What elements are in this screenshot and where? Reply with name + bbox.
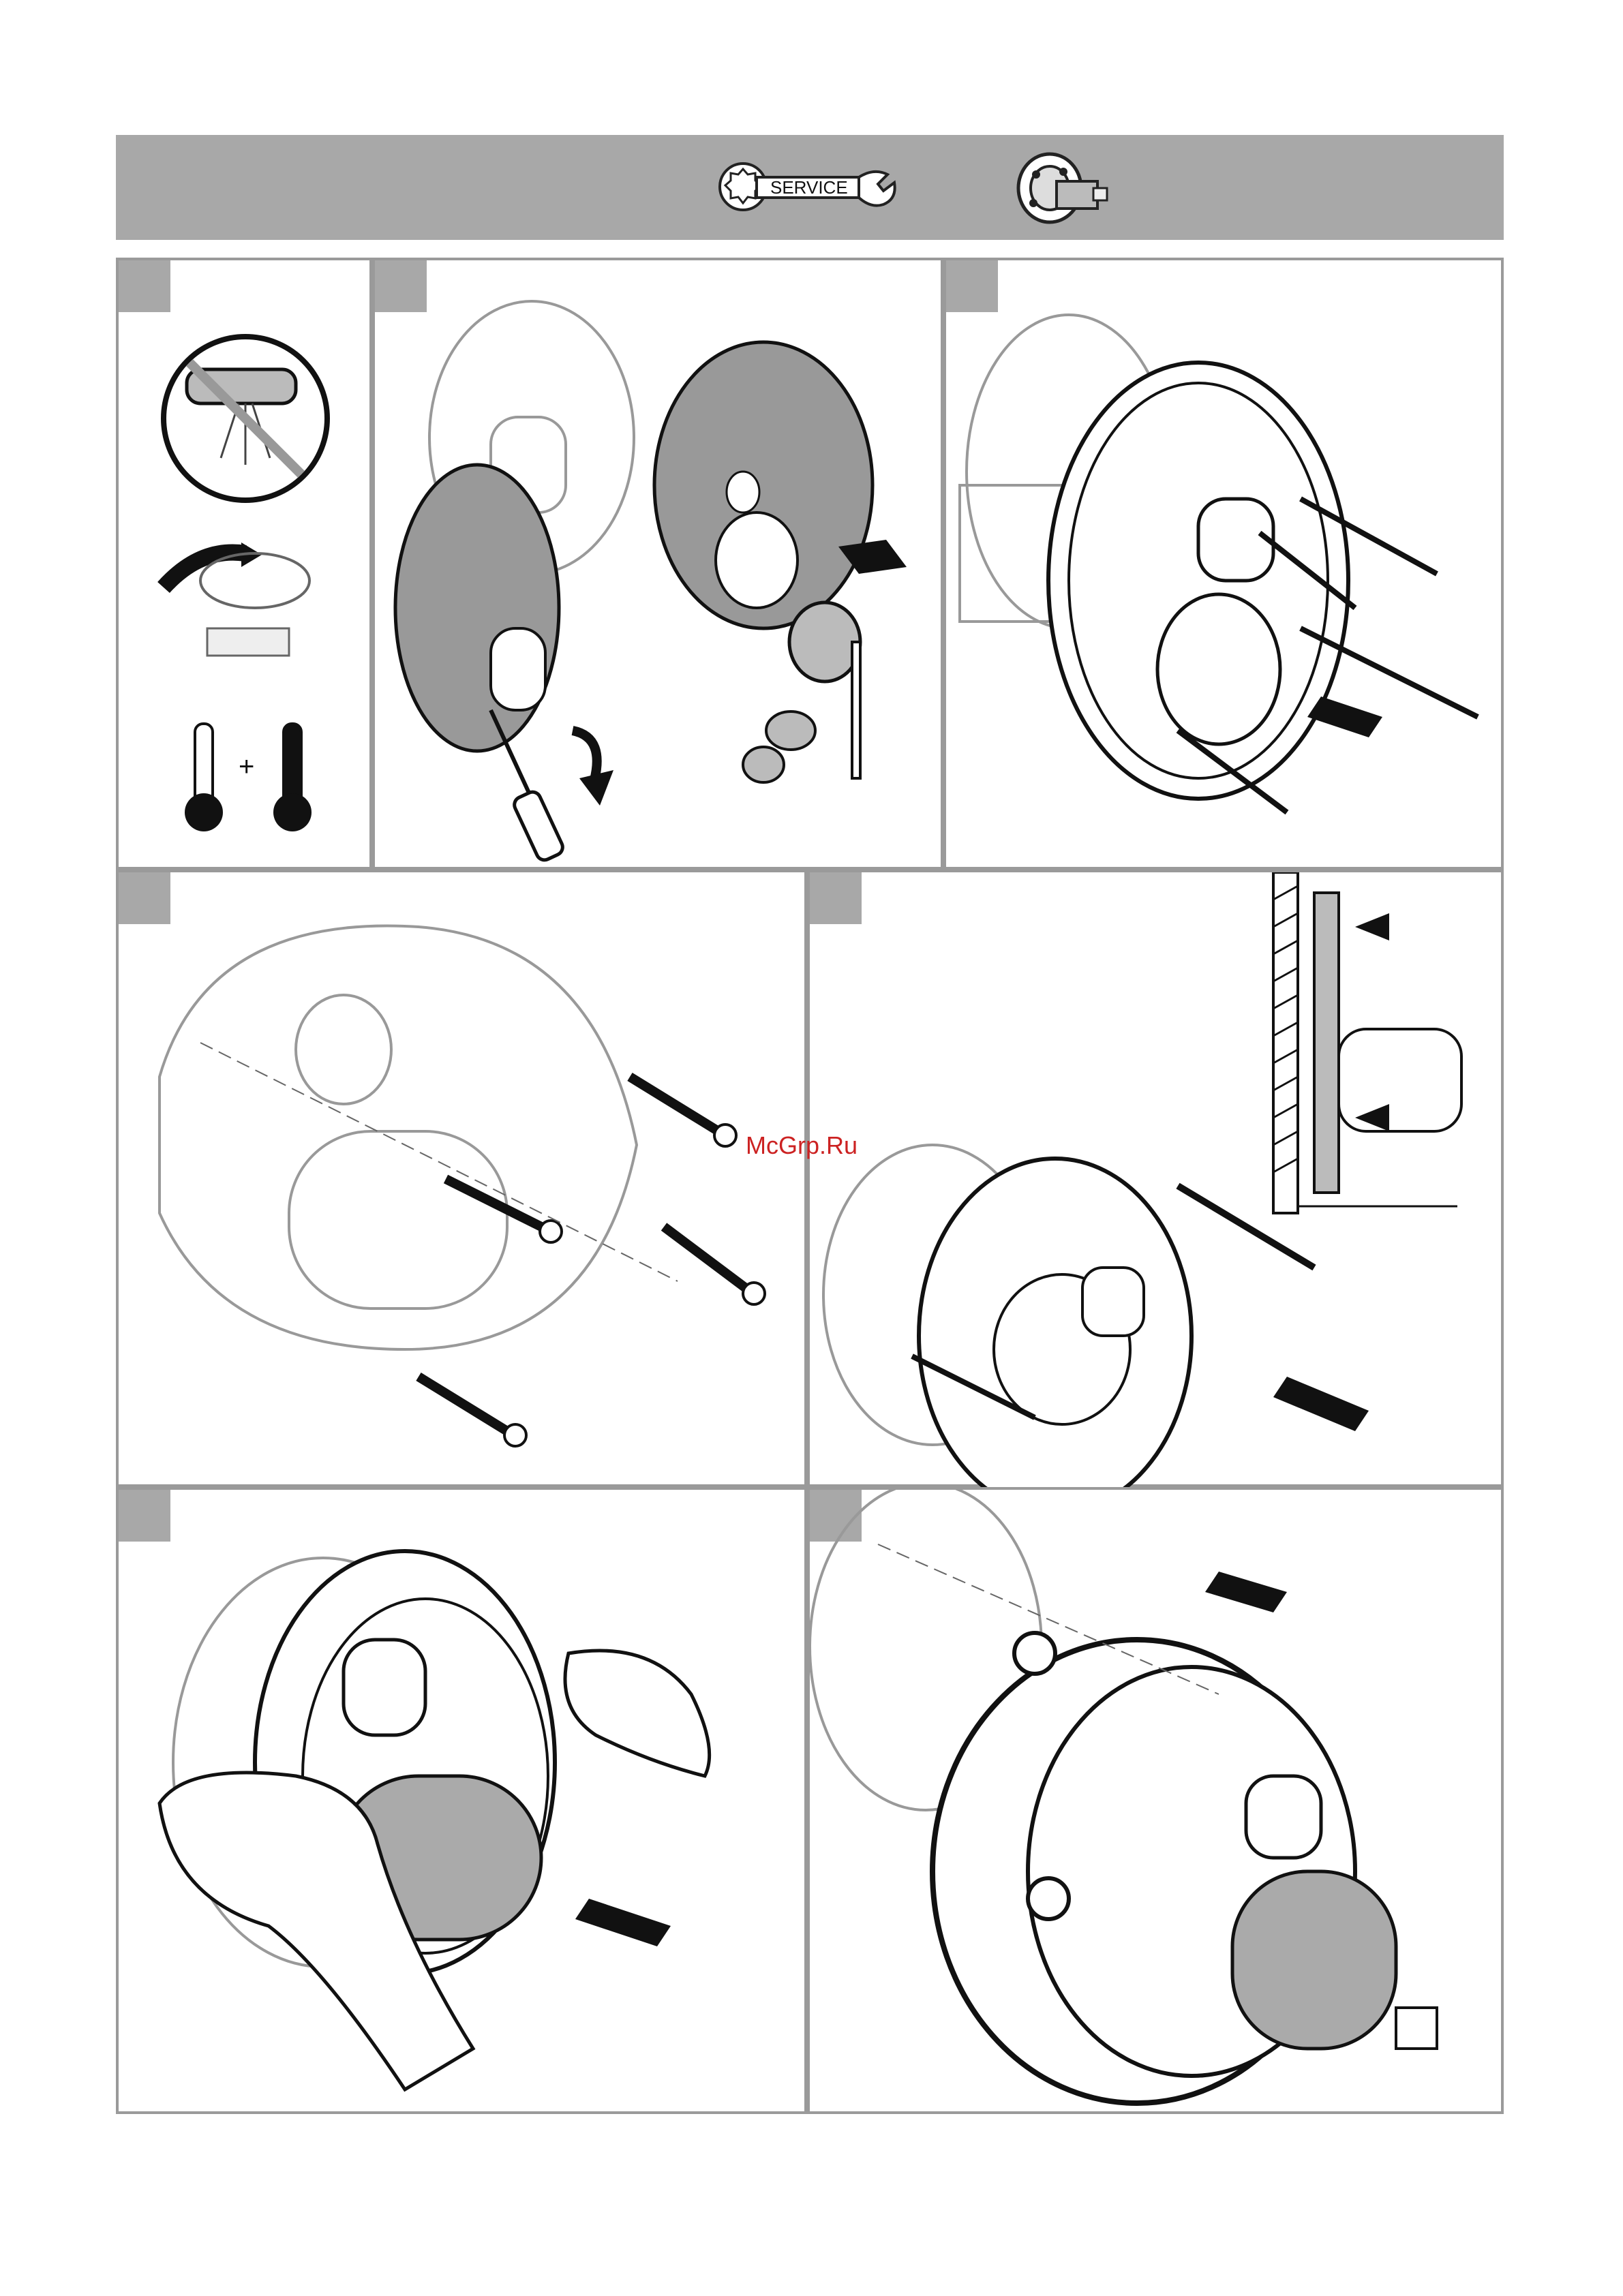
no-water-spray-icon [164, 337, 327, 500]
panel-3 [943, 258, 1504, 870]
thermometer-cold-icon [185, 724, 223, 831]
panel-4 [116, 870, 807, 1487]
service-wrench-icon: SERVICE [716, 161, 907, 215]
panel-2 [372, 258, 943, 870]
wall-section-icon [1273, 872, 1461, 1213]
watermark: McGrp.Ru [746, 1131, 858, 1160]
panel-5 [807, 870, 1504, 1487]
remove-escutcheon-icon [395, 301, 907, 806]
plus-symbol: + [239, 752, 254, 782]
cartridge-assembly-icon [810, 1490, 1437, 2103]
cartridge-icon [1009, 147, 1111, 236]
screwdriver-icon [491, 710, 565, 863]
turn-off-valve-icon [164, 542, 309, 656]
panel-1: + [116, 258, 372, 870]
thermometer-hot-icon [273, 724, 312, 831]
remove-extension-plate-icon [960, 315, 1478, 812]
panel-6 [116, 1487, 807, 2114]
service-label: SERVICE [770, 177, 848, 198]
remove-screws-icon [160, 925, 765, 1446]
panel-7 [807, 1487, 1504, 2114]
